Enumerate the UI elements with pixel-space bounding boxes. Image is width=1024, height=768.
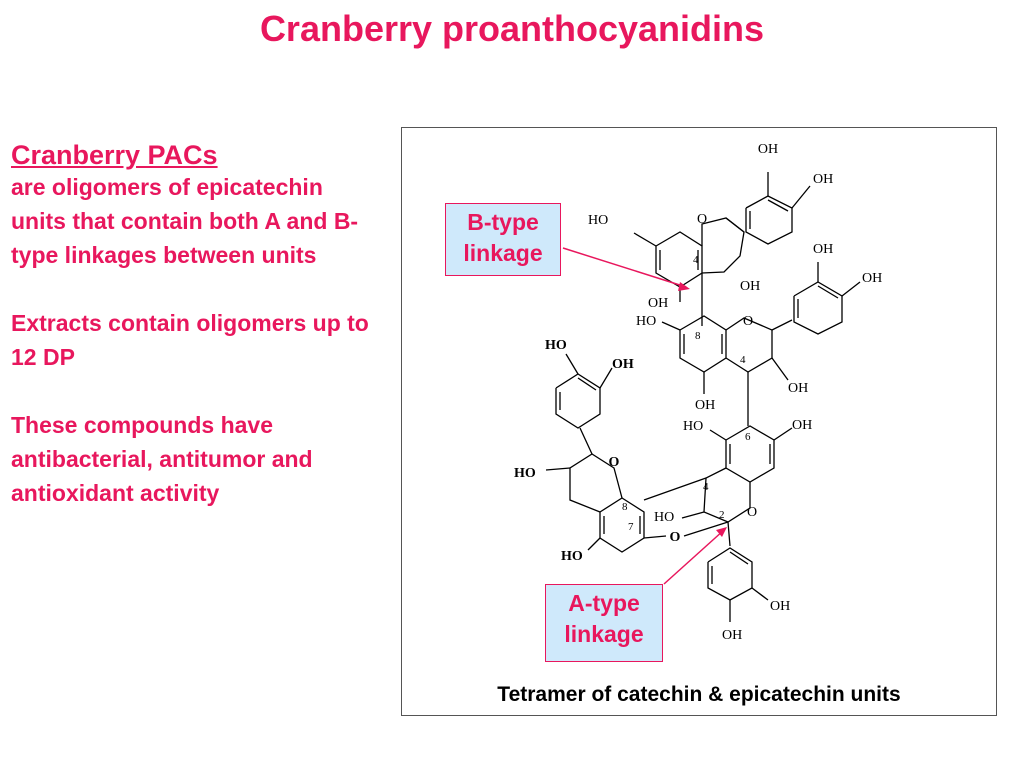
ring-oxygen-label: O: [609, 455, 620, 470]
paragraph-extracts: Extracts contain oligomers up to 12 DP: [11, 310, 369, 370]
callout-line: linkage: [564, 621, 644, 647]
callout-line: linkage: [463, 240, 543, 266]
ring-oxygen-label: O: [747, 505, 757, 520]
oh-label: OH: [758, 142, 778, 157]
pacs-heading: Cranberry PACs: [11, 140, 218, 170]
oh-label: OH: [813, 242, 833, 257]
callout-line: B-type: [467, 209, 539, 235]
left-text-panel: Cranberry PACs are oligomers of epicatec…: [11, 140, 381, 544]
a-type-linkage-callout: A-type linkage: [545, 584, 663, 662]
ho-label: HO: [654, 510, 674, 525]
paragraph-oligomers: are oligomers of epicatechin units that …: [11, 174, 359, 268]
oh-label: OH: [722, 628, 742, 643]
position-6-label: 6: [745, 431, 751, 443]
oh-label: OH: [695, 398, 715, 413]
figure-caption: Tetramer of catechin & epicatechin units: [497, 683, 901, 706]
ho-label: HO: [561, 549, 583, 564]
slide-title: Cranberry proanthocyanidins: [259, 8, 765, 49]
position-8-label: 8: [695, 330, 701, 342]
b-type-linkage-callout: B-type linkage: [445, 203, 561, 276]
position-4-label: 4: [740, 354, 746, 366]
oh-label: OH: [648, 296, 668, 311]
position-7-label: 7: [628, 521, 634, 533]
oh-label: OH: [612, 357, 634, 372]
oh-label: OH: [813, 172, 833, 187]
oh-label: OH: [862, 271, 882, 286]
structure-figure-frame: [401, 127, 997, 716]
ho-label: HO: [683, 419, 703, 434]
oh-label: OH: [792, 418, 812, 433]
ho-label: HO: [588, 213, 608, 228]
position-4-label: 4: [693, 254, 699, 266]
oh-label: OH: [788, 381, 808, 396]
ether-oxygen-label: O: [670, 530, 681, 545]
position-2-label: 2: [719, 509, 725, 521]
ring-oxygen-label: O: [743, 314, 753, 329]
oh-label: OH: [770, 599, 790, 614]
ho-label: HO: [545, 338, 567, 353]
oh-label: OH: [740, 279, 760, 294]
callout-line: A-type: [568, 590, 640, 616]
paragraph-activity: These compounds have antibacterial, anti…: [11, 412, 313, 506]
ring-oxygen-label: O: [697, 212, 707, 227]
position-8-label: 8: [622, 501, 628, 513]
ho-label: HO: [636, 314, 656, 329]
ho-label: HO: [514, 466, 536, 481]
position-4-label: 4: [703, 481, 709, 493]
